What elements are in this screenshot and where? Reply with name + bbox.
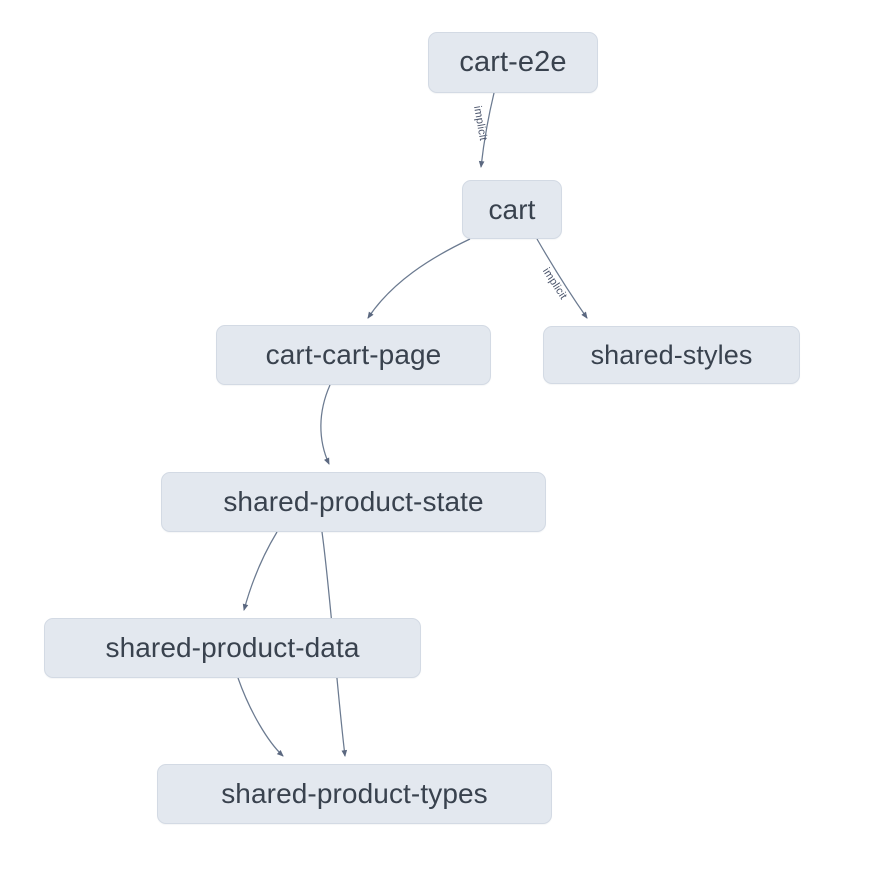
graph-edge-shared-product-state-to-shared-product-data [242, 531, 278, 611]
graph-node-cart[interactable]: cart [462, 180, 562, 239]
graph-edge-shared-product-data-to-shared-product-types [237, 677, 284, 757]
graph-node-cart-e2e[interactable]: cart-e2e [428, 32, 598, 93]
graph-node-label: cart [488, 193, 536, 225]
graph-node-cart-cart-page[interactable]: cart-cart-page [216, 325, 491, 385]
graph-node-label: cart-cart-page [265, 339, 442, 370]
graph-node-label: cart-e2e [459, 46, 567, 78]
graph-node-label: shared-product-state [223, 486, 484, 517]
graph-edge-cart-cart-page-to-shared-product-state [320, 384, 331, 465]
graph-node-shared-product-state[interactable]: shared-product-state [161, 472, 546, 532]
graph-node-label: shared-product-data [105, 632, 360, 663]
graph-node-label: shared-product-types [221, 778, 488, 809]
graph-edge-cart-to-shared-styles [536, 238, 588, 319]
graph-node-label: shared-styles [590, 339, 753, 370]
graph-edge-cart-to-cart-cart-page [367, 238, 471, 319]
graph-edge-cart-e2e-to-cart [478, 92, 495, 168]
graph-node-shared-styles[interactable]: shared-styles [543, 326, 800, 384]
graph-node-shared-product-data[interactable]: shared-product-data [44, 618, 421, 678]
graph-node-shared-product-types[interactable]: shared-product-types [157, 764, 552, 824]
